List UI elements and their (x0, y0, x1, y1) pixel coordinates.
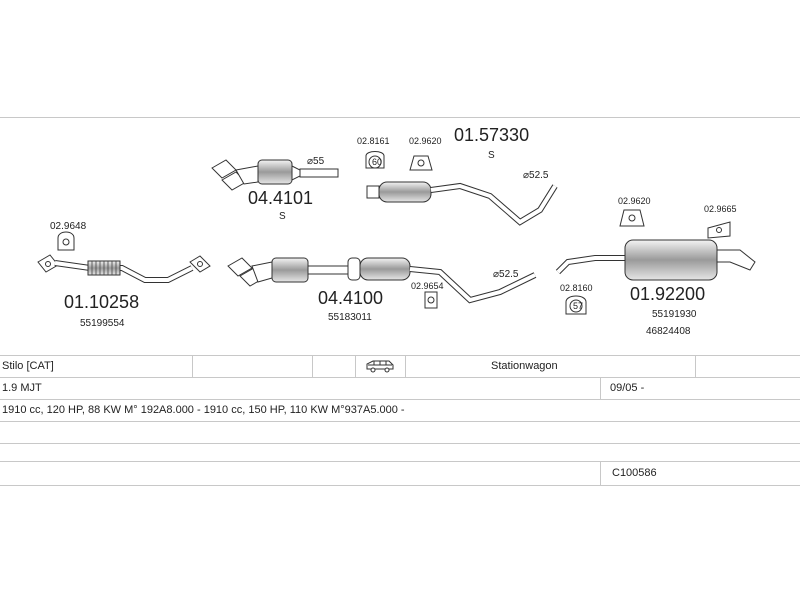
oe-number: 55191930 (652, 309, 697, 320)
diameter-label: ⌀52.5 (523, 170, 549, 181)
bracket-label: 02.8161 (357, 136, 390, 146)
bracket-label: 02.9665 (704, 204, 737, 214)
bracket-label: 02.9654 (411, 281, 444, 291)
part-number: 04.4101 (248, 188, 313, 208)
top-border (0, 117, 800, 118)
catalyst-part-lower (227, 257, 537, 309)
diameter-label: ⌀52.5 (493, 269, 519, 280)
bracket-label: 02.9620 (409, 136, 442, 146)
spec-cell: 1910 cc, 120 HP, 88 KW M° 192A8.000 - 19… (2, 404, 405, 416)
catalyst-part-upper (211, 159, 339, 191)
bracket-label: 02.9620 (618, 196, 651, 206)
part-number: 01.57330 (454, 125, 529, 145)
part-suffix: S (488, 150, 495, 161)
oe-number: 55183011 (328, 312, 372, 323)
oe-number: 55199554 (80, 318, 125, 329)
bracket-label: 02.9648 (50, 221, 87, 232)
diameter-label: ⌀55 (307, 156, 325, 167)
stationwagon-car-icon (365, 355, 395, 377)
table-row-model: Stilo [CAT] Stationwagon (0, 355, 800, 377)
table-row-empty (0, 443, 800, 461)
middle-silencer-part (365, 151, 558, 226)
ring-size-label: 57 (573, 301, 583, 311)
table-row-engine: 1.9 MJT 09/05 - (0, 377, 800, 399)
part-number: 01.92200 (630, 284, 705, 304)
date-cell: 09/05 - (610, 382, 645, 394)
front-pipe-part (37, 231, 211, 283)
model-cell: Stilo [CAT] (2, 360, 54, 372)
ring-size-label: 60 (372, 157, 382, 167)
engine-cell: 1.9 MJT (2, 382, 42, 394)
body-type-cell: Stationwagon (491, 360, 558, 372)
rear-silencer-part (555, 209, 756, 315)
oe-number: 46824408 (646, 326, 691, 337)
table-row-code: C100586 (0, 461, 800, 485)
table-border (0, 355, 800, 356)
part-suffix: S (279, 211, 286, 222)
exhaust-diagram: 02.9648 01.10258 55199554 ⌀55 04.4101 S … (37, 125, 756, 337)
part-number: 04.4100 (318, 288, 383, 308)
table-row-spec: 1910 cc, 120 HP, 88 KW M° 192A8.000 - 19… (0, 399, 800, 421)
code-cell: C100586 (612, 467, 657, 479)
part-number: 01.10258 (64, 292, 139, 312)
bracket-label: 02.8160 (560, 283, 593, 293)
